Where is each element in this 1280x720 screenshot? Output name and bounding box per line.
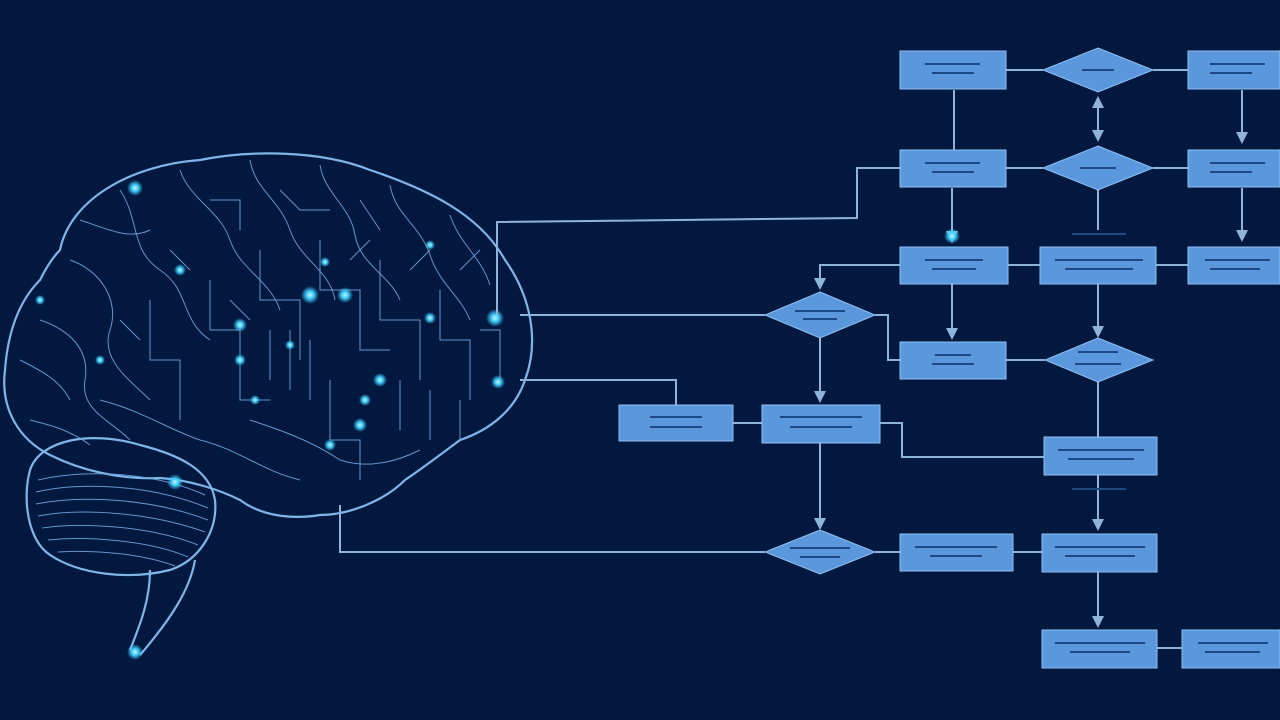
flowchart-node — [1181, 629, 1280, 669]
brain-stem-outline — [128, 559, 197, 656]
flowchart-nodes — [618, 47, 1280, 669]
edge-label — [1072, 233, 1126, 235]
flowchart-node — [899, 341, 1007, 380]
flowchart-node — [1039, 246, 1157, 285]
flowchart-node — [1041, 629, 1158, 669]
flowchart-node — [899, 50, 1007, 90]
brain-connectors — [339, 167, 900, 553]
cerebellum-lines — [35, 473, 209, 567]
edge-label — [1072, 488, 1126, 490]
flowchart-node — [1187, 246, 1280, 285]
flowchart-decision — [1043, 337, 1155, 383]
flow-glow-point — [944, 228, 960, 244]
brain-circuit-icon — [3, 152, 534, 660]
flowchart-decision — [1041, 47, 1155, 93]
flowchart-node — [618, 404, 734, 442]
flowchart-node — [899, 246, 1009, 285]
flowchart-node — [1041, 533, 1158, 573]
flowchart-decision — [763, 291, 877, 339]
flowchart-edges — [733, 69, 1248, 649]
cerebellum-outline — [25, 437, 217, 577]
flowchart-node — [1043, 436, 1158, 476]
flowchart-decision — [1041, 145, 1155, 191]
flowchart-node — [899, 533, 1014, 572]
brain-glow-points — [35, 180, 505, 660]
flowchart-node — [899, 149, 1007, 188]
flowchart-node — [761, 404, 881, 444]
flowchart-node — [1187, 50, 1280, 90]
brain-outline — [3, 152, 534, 518]
brain-circuits — [19, 159, 501, 481]
flowchart-decision — [763, 529, 877, 575]
flowchart-node — [1187, 149, 1280, 188]
